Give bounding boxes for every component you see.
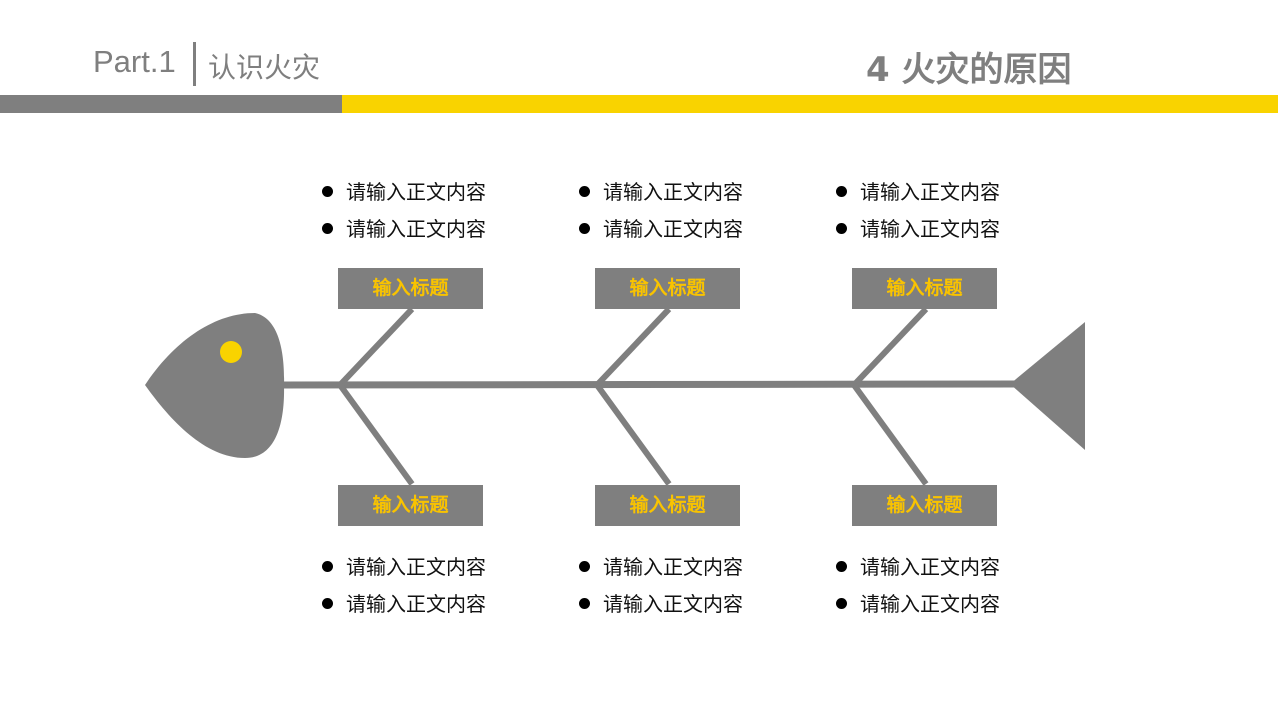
branch-title-bottom-0: 输入标题: [338, 485, 483, 526]
bullet-item: 请输入正文内容: [322, 552, 486, 582]
bullet-item: 请输入正文内容: [579, 552, 743, 582]
bullet-icon: [322, 598, 333, 609]
bullet-item: 请输入正文内容: [579, 589, 743, 619]
bullet-text: 请输入正文内容: [603, 217, 743, 241]
bullet-icon: [322, 186, 333, 197]
bullet-icon: [579, 561, 590, 572]
bone-top-0: [337, 306, 415, 388]
bullet-text: 请输入正文内容: [603, 592, 743, 616]
bullet-text: 请输入正文内容: [860, 217, 1000, 241]
bullet-icon: [322, 223, 333, 234]
bullet-item: 请输入正文内容: [322, 589, 486, 619]
branch-title-top-0: 输入标题: [338, 268, 483, 309]
bone-top-2: [851, 306, 929, 388]
branch-title-top-1: 输入标题: [595, 268, 740, 309]
bullet-icon: [836, 561, 847, 572]
bullet-text: 请输入正文内容: [603, 180, 743, 204]
fish-head: [145, 313, 285, 458]
bone-top-1: [594, 306, 672, 388]
bullet-icon: [322, 561, 333, 572]
bullet-text: 请输入正文内容: [860, 555, 1000, 579]
page-title: 4 火灾的原因: [866, 50, 1072, 90]
bullet-icon: [836, 223, 847, 234]
bullet-text: 请输入正文内容: [346, 555, 486, 579]
header-bar-gray: [0, 95, 342, 113]
bullet-item: 请输入正文内容: [836, 214, 1000, 244]
fish-tail: [1010, 322, 1085, 450]
bullet-icon: [579, 186, 590, 197]
section-title: 认识火灾: [208, 51, 321, 84]
branch-title-bottom-2: 输入标题: [852, 485, 997, 526]
fish-eye: [220, 341, 242, 363]
header-bar-yellow: [342, 95, 1278, 113]
header-divider: [193, 42, 196, 86]
bullet-icon: [836, 598, 847, 609]
part-label: Part.1: [93, 44, 176, 79]
bullet-item: 请输入正文内容: [836, 589, 1000, 619]
bullet-icon: [579, 598, 590, 609]
bullet-item: 请输入正文内容: [579, 214, 743, 244]
fish-spine: [279, 380, 1021, 389]
bullet-text: 请输入正文内容: [603, 555, 743, 579]
bullet-text: 请输入正文内容: [346, 180, 486, 204]
bullet-icon: [579, 223, 590, 234]
bullet-icon: [836, 186, 847, 197]
bullet-item: 请输入正文内容: [836, 177, 1000, 207]
bullet-item: 请输入正文内容: [322, 177, 486, 207]
bullet-text: 请输入正文内容: [860, 592, 1000, 616]
bullet-text: 请输入正文内容: [860, 180, 1000, 204]
bullet-text: 请输入正文内容: [346, 592, 486, 616]
bullet-item: 请输入正文内容: [322, 214, 486, 244]
bullet-item: 请输入正文内容: [836, 552, 1000, 582]
bullet-text: 请输入正文内容: [346, 217, 486, 241]
bone-bottom-1: [594, 383, 672, 486]
branch-title-top-2: 输入标题: [852, 268, 997, 309]
branch-title-bottom-1: 输入标题: [595, 485, 740, 526]
bullet-item: 请输入正文内容: [579, 177, 743, 207]
bone-bottom-0: [337, 383, 415, 486]
bone-bottom-2: [851, 383, 929, 486]
